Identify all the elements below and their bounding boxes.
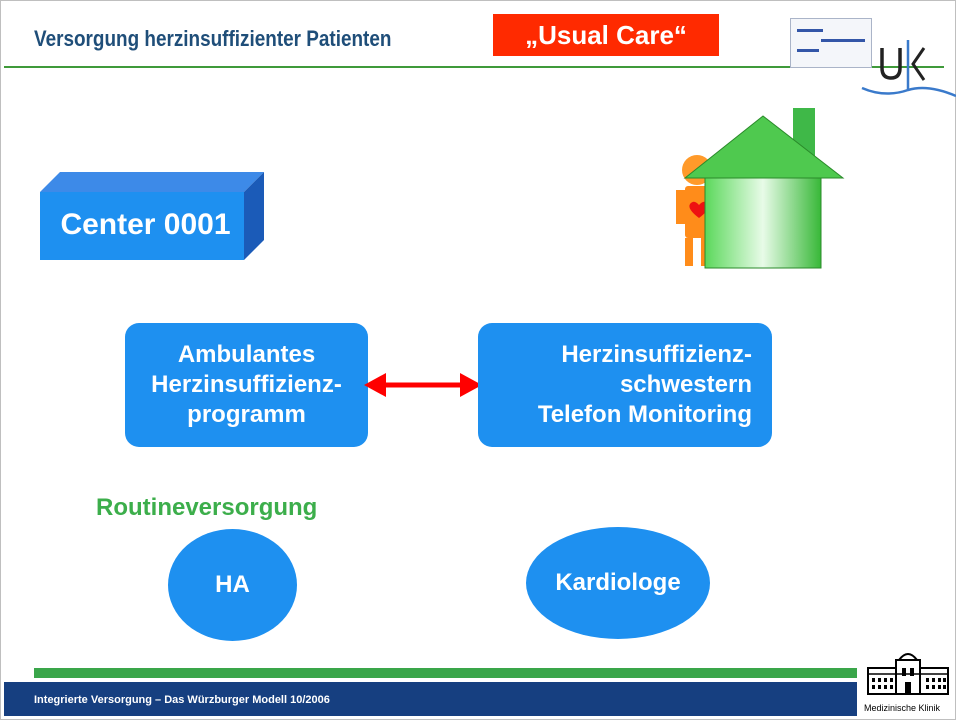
nurse-line-3: Telefon Monitoring xyxy=(537,401,752,428)
footer-text: Integrierte Versorgung – Das Würzburger … xyxy=(34,694,330,706)
institution-label: Medizinische Klinik xyxy=(864,703,941,713)
program-line-3: programm xyxy=(187,401,306,428)
nurse-line-2: schwestern xyxy=(619,371,752,398)
logo-sign xyxy=(790,18,872,68)
uk-mark-icon xyxy=(861,40,956,98)
double-arrow-icon xyxy=(364,373,482,397)
cardiologist-ellipse: Kardiologe xyxy=(526,527,710,639)
usual-care-badge: „Usual Care“ xyxy=(493,14,719,56)
nurse-line-1: Herzinsuffizienz- xyxy=(561,341,752,368)
program-line-1: Ambulantes xyxy=(177,341,316,368)
program-line-2: Herzinsuffizienz- xyxy=(151,371,342,398)
routine-care-heading: Routineversorgung xyxy=(96,494,318,521)
general-practitioner-ellipse: HA xyxy=(168,529,297,641)
center-label: Center 0001 xyxy=(60,208,231,241)
center-box xyxy=(40,172,264,260)
outpatient-program-box: Ambulantes Herzinsuffizienz- programm xyxy=(125,323,368,447)
heart-failure-nurse-box: Herzinsuffizienz- schwestern Telefon Mon… xyxy=(478,323,772,447)
house-icon xyxy=(676,108,845,269)
title-divider xyxy=(4,66,944,68)
ukw-logo xyxy=(790,18,956,108)
page-title: Versorgung herzinsuffizienter Patienten xyxy=(34,26,392,51)
footer-green-rule xyxy=(34,668,857,678)
footer-bar xyxy=(4,682,857,716)
university-building-icon xyxy=(867,653,949,695)
